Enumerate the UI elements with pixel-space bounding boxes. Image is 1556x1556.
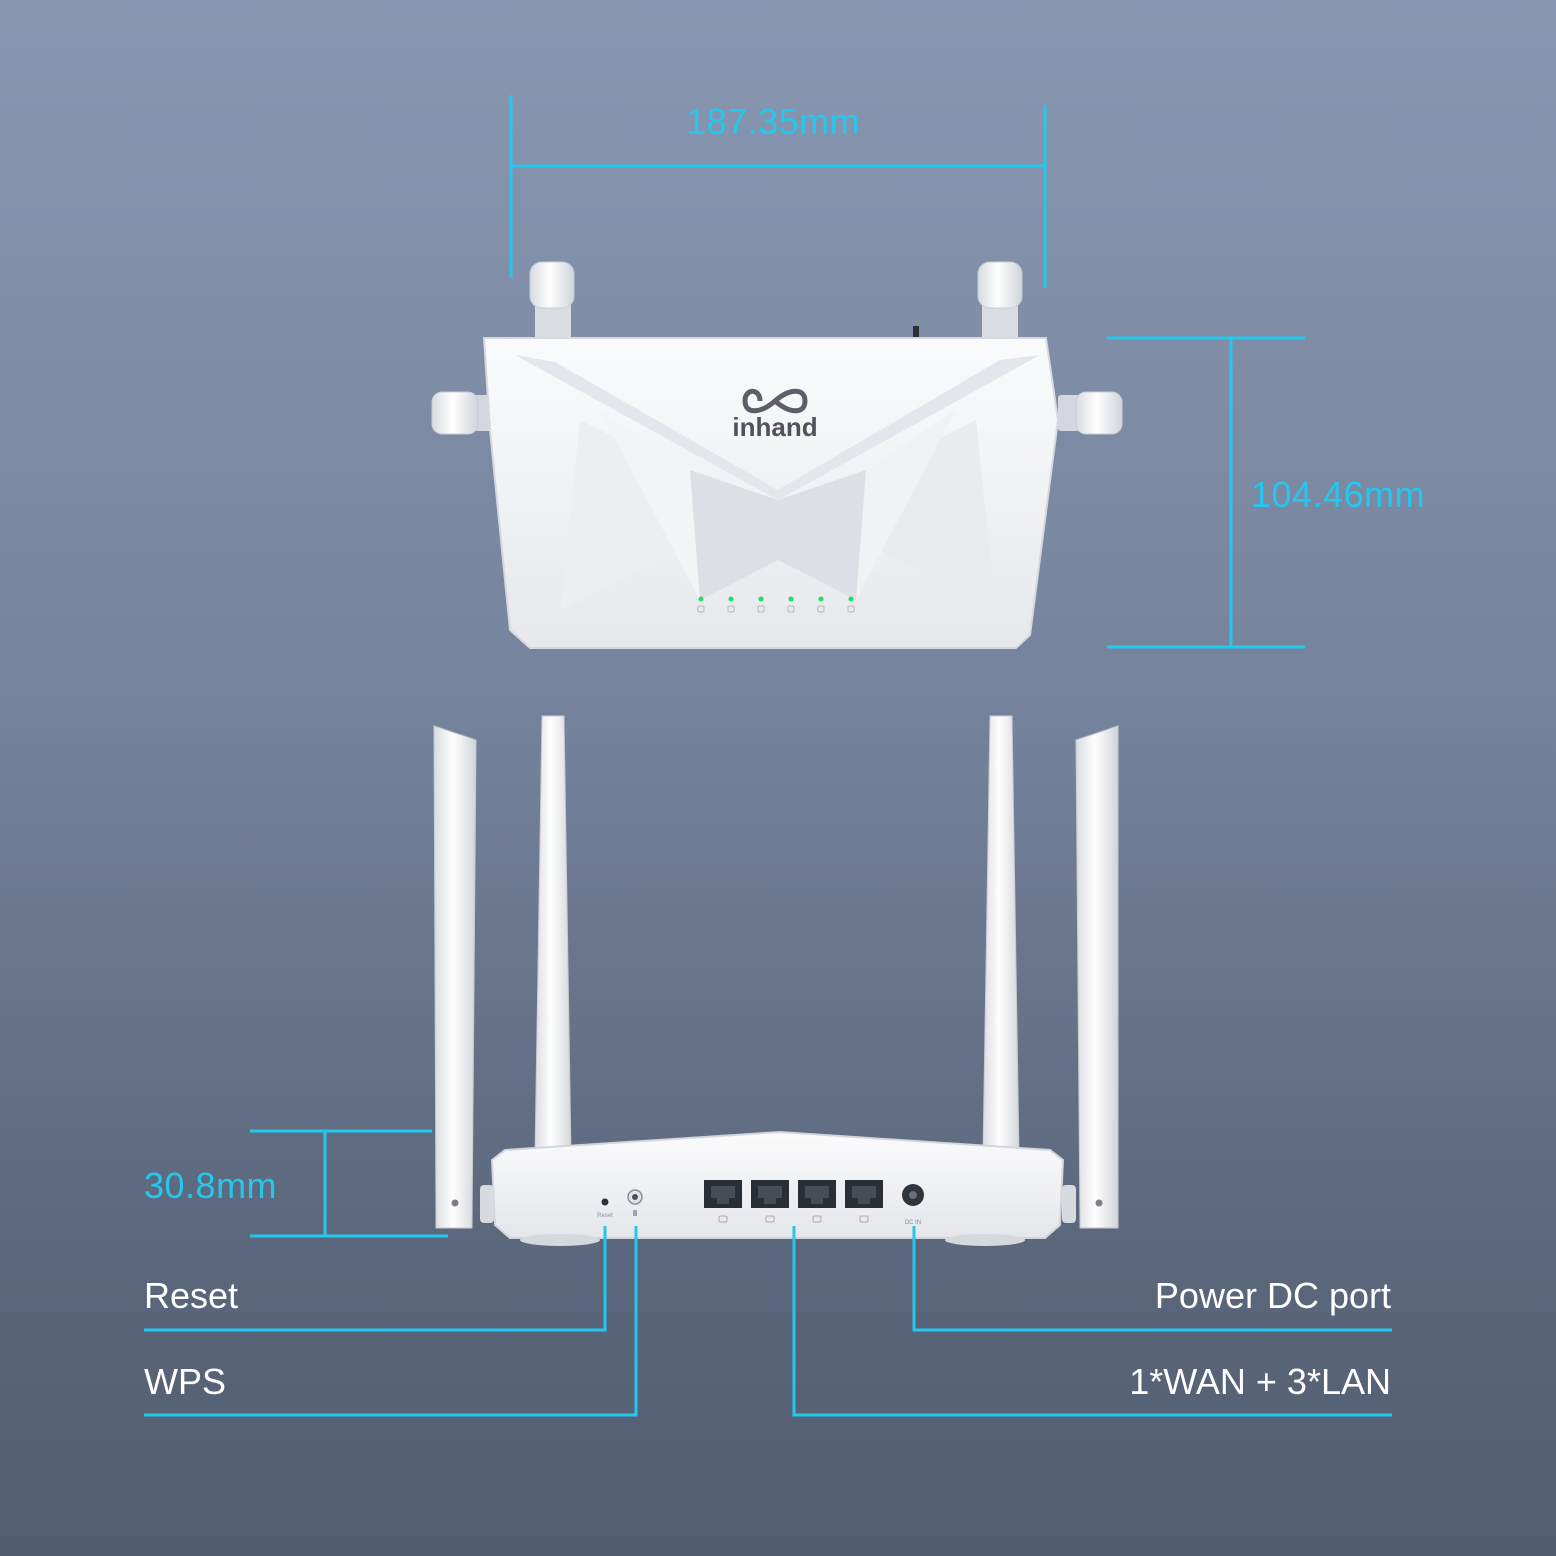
ethernet-port-icon[interactable] (798, 1180, 836, 1223)
brand-logo-text: inhand (732, 412, 817, 442)
reset-hole[interactable] (601, 1198, 609, 1206)
status-led (758, 596, 764, 602)
ethernet-port-icon[interactable] (845, 1180, 883, 1223)
power-icon (697, 605, 705, 613)
status-led (818, 596, 824, 602)
width-dimension-label: 187.35mm (686, 101, 861, 142)
status-led (698, 596, 704, 602)
ethernet-port-icon[interactable] (751, 1180, 789, 1223)
height-dimension-line (250, 1129, 448, 1238)
antenna-top-right (977, 261, 1023, 342)
height-dimension-label: 30.8mm (144, 1165, 278, 1206)
antenna-rear-2 (533, 715, 573, 1219)
status-leds (697, 596, 855, 613)
wps-mark-icon (633, 1210, 637, 1216)
ethernet-ports (704, 1180, 883, 1223)
depth-dimension-label: 104.46mm (1251, 474, 1426, 515)
wps-icon (847, 605, 855, 613)
antenna-rear-3 (981, 715, 1021, 1219)
wps-button[interactable] (627, 1189, 643, 1205)
port-label-icon (812, 1215, 822, 1223)
power-dc-port-label: Power DC port (1154, 1275, 1391, 1316)
lan-icon (817, 605, 825, 613)
width-dimension-line (509, 95, 1047, 288)
body-facets (515, 355, 1040, 610)
cable-stub (913, 326, 919, 342)
reset-callout-line (144, 1226, 607, 1332)
reset-label: Reset (144, 1275, 239, 1316)
antenna-top-left (529, 261, 575, 342)
callout-lines (144, 1226, 1392, 1417)
wan-lan-label: 1*WAN + 3*LAN (1129, 1361, 1391, 1402)
ethernet-port-icon[interactable] (704, 1180, 742, 1223)
wps-callout-line (144, 1226, 638, 1417)
port-label-icon (718, 1215, 728, 1223)
status-led (788, 596, 794, 602)
status-led (728, 596, 734, 602)
status-led (848, 596, 854, 602)
wps-label: WPS (144, 1361, 227, 1402)
infinity-logo-icon (742, 388, 808, 414)
antenna-rear-4 (1075, 725, 1119, 1229)
top-view: inhand (431, 95, 1305, 649)
power-callout-line (912, 1226, 1392, 1332)
ports-callout-line (792, 1226, 1392, 1417)
depth-dimension-line (1107, 336, 1305, 649)
reset-mark: Reset (597, 1213, 613, 1219)
antenna-rear-1 (433, 725, 477, 1229)
port-label-icon (859, 1215, 869, 1223)
wifi-24-icon (757, 605, 765, 613)
brand-logo: inhand (732, 388, 818, 442)
wifi-5-icon (787, 605, 795, 613)
antenna-side-right (1058, 391, 1123, 435)
internet-icon (727, 605, 735, 613)
dc-mark: DC IN (905, 1220, 921, 1226)
power-dc-port[interactable] (902, 1184, 924, 1206)
port-label-icon (765, 1215, 775, 1223)
rear-view: Reset DC IN (144, 715, 1392, 1417)
